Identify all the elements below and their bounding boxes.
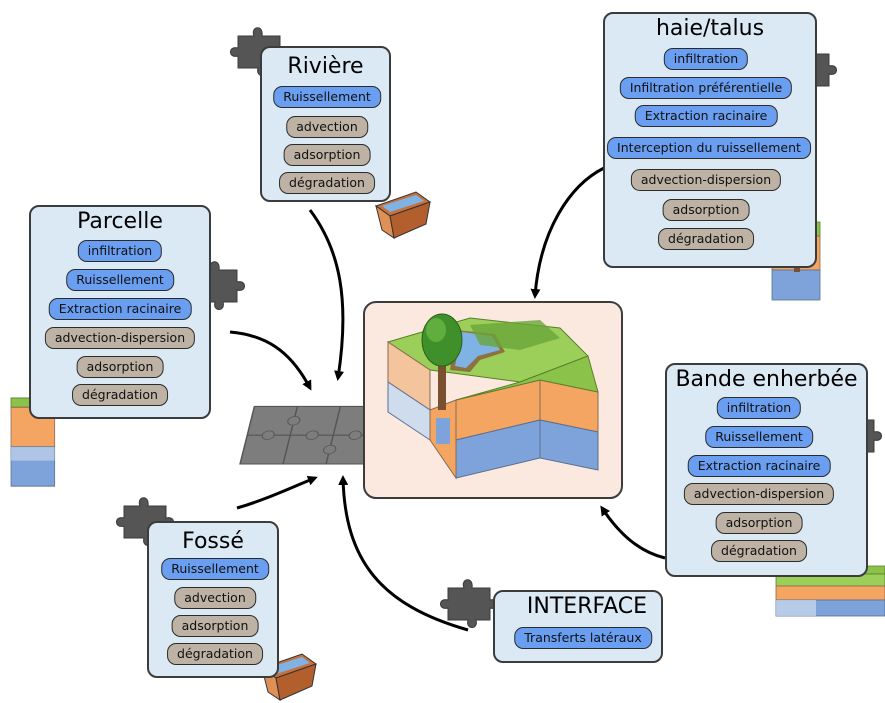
process-pill: Ruissellement [705, 426, 813, 448]
process-pill: Extraction racinaire [634, 105, 778, 127]
arrow-fosse [236, 475, 318, 510]
process-pill: advection-dispersion [683, 483, 835, 505]
process-pill: dégradation [72, 384, 168, 406]
module-riviere: Rivière Ruissellement advection adsorpti… [260, 46, 391, 202]
arrow-haie [530, 166, 605, 299]
process-pill: dégradation [167, 643, 263, 665]
process-pill: Ruissellement [66, 269, 174, 291]
process-pill: advection-dispersion [44, 327, 196, 349]
process-pill: Transferts latéraux [514, 627, 652, 649]
module-parcelle: Parcelle infiltration Ruissellement Extr… [29, 205, 211, 419]
process-pill: infiltration [716, 397, 802, 419]
arrow-riviere [308, 209, 345, 381]
module-title: Rivière [287, 54, 364, 79]
process-pill: Ruissellement [273, 86, 381, 108]
process-pill: advection [174, 587, 256, 609]
process-pill: adsorption [171, 615, 259, 637]
process-pill: Ruissellement [161, 558, 269, 580]
arrow-interface [338, 475, 469, 632]
landscape-block-icon [386, 313, 599, 480]
process-pill: adsorption [76, 356, 164, 378]
process-pill: dégradation [279, 172, 375, 194]
module-interface: INTERFACE Transferts latéraux [493, 590, 663, 663]
module-title: Parcelle [77, 209, 163, 234]
arrow-parcelle [229, 330, 312, 391]
process-pill: dégradation [711, 540, 807, 562]
module-title: INTERFACE [526, 594, 648, 619]
process-pill: adsorption [283, 144, 371, 166]
process-pill: infiltration [77, 240, 163, 262]
process-pill: Interception du ruissellement [607, 137, 811, 159]
module-title: haie/talus [655, 16, 765, 41]
process-pill: advection [286, 116, 368, 138]
process-pill: adsorption [715, 512, 803, 534]
process-pill: adsorption [662, 199, 750, 221]
module-fosse: Fossé Ruissellement advection adsorption… [147, 521, 279, 678]
process-pill: Extraction racinaire [48, 298, 192, 320]
module-haie-talus: haie/talus infiltration Infiltration pré… [603, 12, 817, 268]
process-pill: Infiltration préférentielle [619, 77, 793, 99]
process-pill: infiltration [663, 48, 749, 70]
module-bande-enherbee: Bande enherbée infiltration Ruissellemen… [665, 363, 868, 577]
module-title: Bande enherbée [675, 367, 858, 392]
assembled-puzzle-icon [239, 405, 388, 465]
arrow-bande [600, 505, 666, 560]
process-pill: dégradation [658, 228, 754, 250]
puzzle-piece-icon [440, 579, 498, 628]
process-pill: Extraction racinaire [687, 455, 831, 477]
module-title: Fossé [182, 529, 244, 554]
soil-column-icon [774, 565, 885, 617]
process-pill: advection-dispersion [630, 169, 782, 191]
